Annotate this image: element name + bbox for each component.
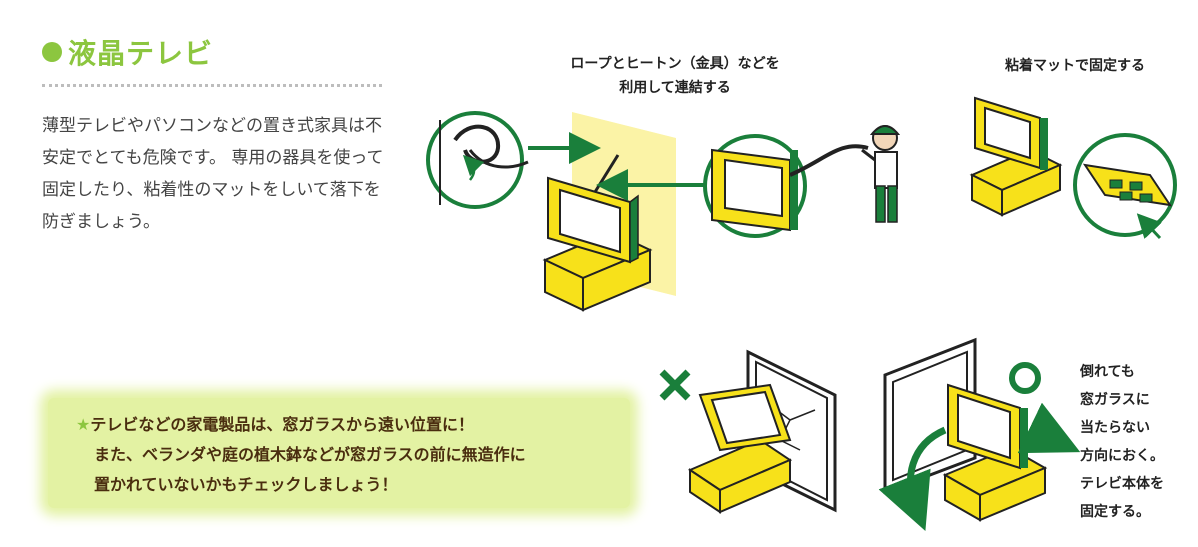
tip-line-2: また、ベランダや庭の植木鉢などが窓ガラスの前に無造作に	[94, 445, 526, 464]
dotted-divider	[42, 84, 382, 87]
bullet-dot-icon	[42, 42, 62, 62]
rope-caption: ロープとヒートン（金具）などを 利用して連結する	[550, 52, 800, 100]
rope-tv-illustration	[426, 111, 901, 312]
mat-caption: 粘着マットで固定する	[1005, 58, 1145, 74]
bad-example-illustration	[659, 349, 837, 514]
mat-tv-illustration	[969, 96, 1177, 240]
direction-caption-line: 当たらない	[1080, 420, 1150, 436]
good-example-illustration	[878, 337, 1081, 532]
section-title-text: 液晶テレビ	[68, 37, 214, 70]
direction-caption-line: 固定する。	[1080, 504, 1150, 520]
direction-caption-line: 倒れても	[1080, 364, 1135, 380]
rope-caption-line-1: ロープとヒートン（金具）などを	[570, 56, 780, 72]
tip-line-1-text: テレビなどの家電製品は、窓ガラスから遠い位置に！	[90, 415, 475, 434]
section-description: 薄型テレビやパソコンなどの置き式家具は不安定でとても危険です。 専用の器具を使っ…	[42, 116, 384, 232]
direction-caption: 倒れても 窓ガラスに 当たらない 方向におく。 テレビ本体を 固定する。	[1080, 358, 1190, 526]
rope-caption-line-2: 利用して連結する	[619, 80, 731, 96]
star-icon: ★	[76, 415, 91, 434]
tip-box: ★テレビなどの家電製品は、窓ガラスから遠い位置に！ また、ベランダや庭の植木鉢な…	[48, 398, 630, 508]
tip-line-1: ★テレビなどの家電製品は、窓ガラスから遠い位置に！	[76, 410, 614, 440]
circle-mark-icon	[1009, 362, 1041, 394]
section-title: 液晶テレビ	[42, 32, 213, 72]
direction-caption-line: 方向におく。	[1080, 448, 1164, 464]
worker-figure-icon	[861, 125, 901, 223]
cross-mark-icon	[659, 369, 691, 401]
direction-caption-line: テレビ本体を	[1080, 476, 1164, 492]
direction-caption-line: 窓ガラスに	[1080, 392, 1150, 408]
tip-line-3: 置かれていないかもチェックしましょう！	[94, 475, 398, 494]
